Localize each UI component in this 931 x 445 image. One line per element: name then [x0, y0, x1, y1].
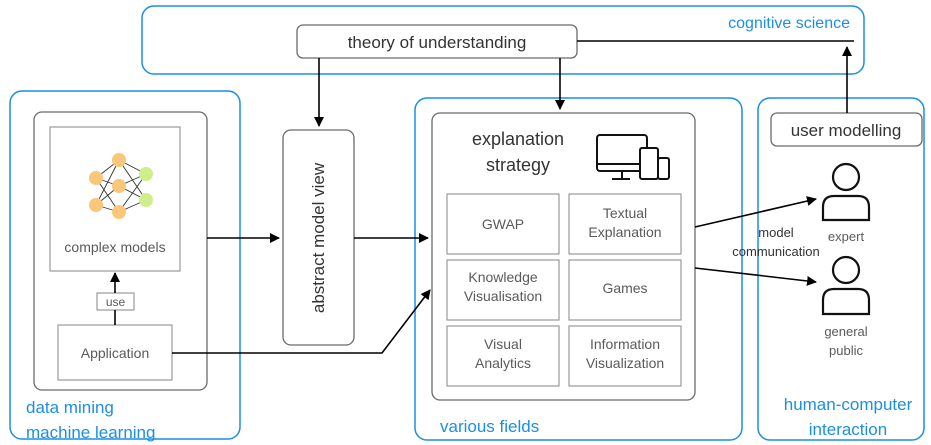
model-label: model: [758, 225, 794, 240]
use-label-box: use: [96, 292, 135, 311]
explanation-field-label: Explanation: [588, 224, 661, 240]
explanation-label: explanation: [472, 129, 564, 149]
cognitive-science-label: cognitive science: [728, 15, 850, 32]
machine-learning-label: machine learning: [26, 423, 155, 442]
neural-network-icon: [89, 153, 153, 219]
theory-label: theory of understanding: [348, 33, 527, 52]
field-information-visualization: Information Visualization: [568, 325, 682, 387]
strategy-label: strategy: [486, 155, 550, 175]
theory-of-understanding-box: theory of understanding: [296, 24, 578, 59]
field-visual-analytics: Visual Analytics: [446, 325, 560, 387]
field-knowledge-visualisation: Knowledge Visualisation: [446, 259, 560, 321]
various-fields-label: various fields: [440, 417, 539, 436]
expert-label: expert: [828, 229, 865, 244]
arrow-application-to-strategy: [172, 289, 431, 354]
person-icon: [821, 162, 871, 222]
games-label: Games: [602, 280, 647, 296]
data-mining-region: data mining machine learning: [9, 90, 241, 442]
public-label: public: [829, 343, 863, 358]
user-modelling-label: user modelling: [791, 121, 902, 140]
visual-label: Visual: [484, 336, 522, 352]
arrow-to-expert: [694, 196, 817, 228]
application-label: Application: [81, 345, 150, 361]
person-icon: [821, 255, 871, 316]
complex-models-label: complex models: [64, 239, 165, 255]
information-label: Information: [590, 336, 660, 352]
complex-models-box: complex models: [49, 126, 181, 272]
hci-label-2: interaction: [809, 420, 887, 439]
gwap-label: GWAP: [482, 216, 524, 232]
field-textual-explanation: Textual Explanation: [568, 193, 682, 255]
application-box: Application: [57, 324, 173, 381]
hci-label-1: human-computer: [784, 395, 913, 414]
communication-label: communication: [732, 244, 819, 259]
user-modelling-box: user modelling: [770, 112, 923, 147]
analytics-label: Analytics: [475, 355, 531, 371]
arrow-to-general-public: [694, 267, 817, 286]
textual-label: Textual: [603, 205, 647, 221]
visualisation-label: Visualisation: [464, 288, 542, 304]
abstract-model-view-label: abstract model view: [309, 162, 328, 313]
use-label: use: [106, 295, 126, 309]
abstract-model-view-box: abstract model view: [282, 129, 355, 346]
data-mining-label: data mining: [26, 398, 114, 417]
general-label: general: [824, 324, 867, 339]
knowledge-label: Knowledge: [468, 269, 537, 285]
devices-icon: [596, 134, 670, 180]
visualization-label: Visualization: [586, 355, 664, 371]
various-fields-region: various fields: [414, 97, 743, 441]
hci-region: human-computer interaction: [757, 97, 925, 441]
field-games: Games: [568, 259, 682, 321]
field-gwap: GWAP: [446, 193, 560, 255]
cognitive-science-region: cognitive science: [141, 5, 865, 75]
